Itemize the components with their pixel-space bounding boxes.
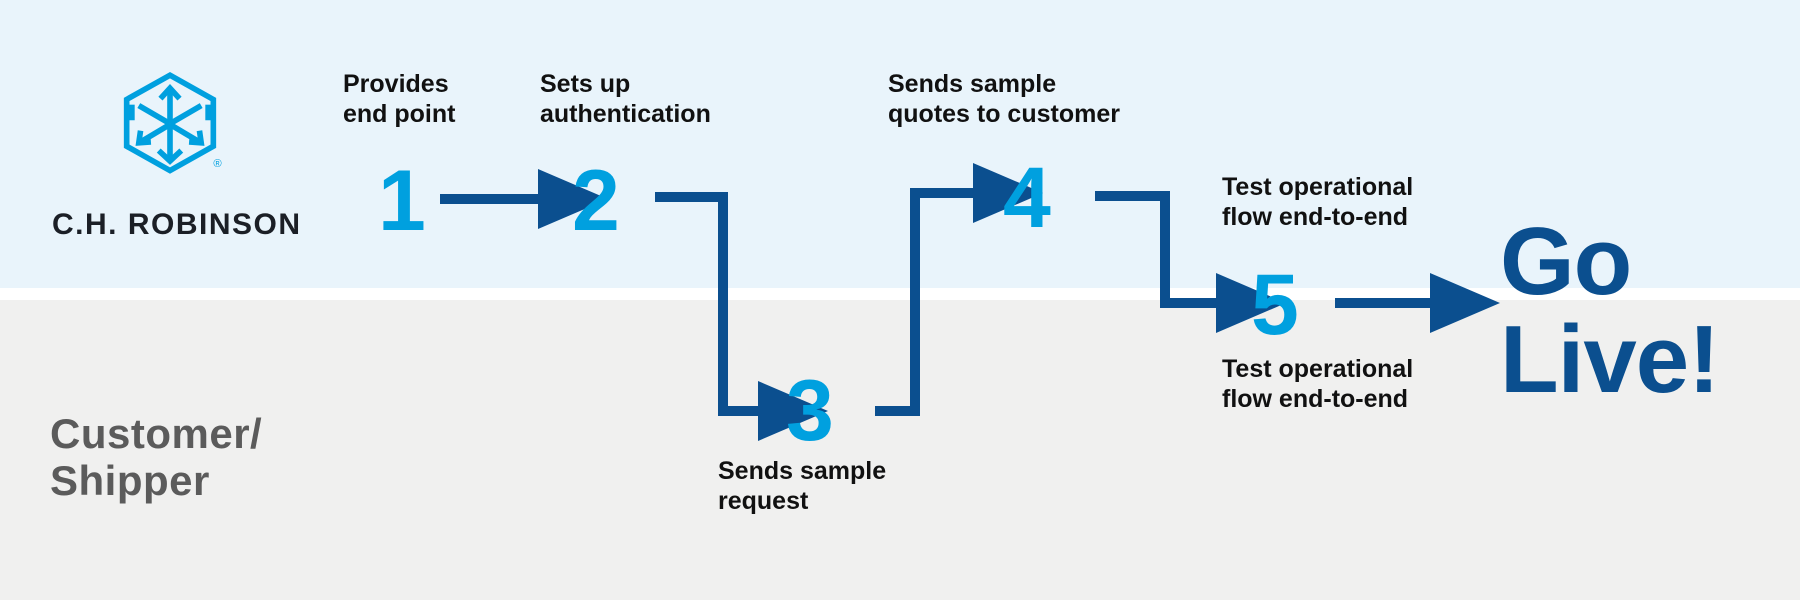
step-2-caption: Sets up authentication — [540, 70, 711, 128]
go-live-label: Go Live! — [1500, 208, 1720, 413]
step-5-number: 5 — [1251, 257, 1299, 353]
customer-lane-label-line2: Shipper — [50, 457, 210, 505]
customer-lane-label: Customer/Shipper — [50, 410, 262, 504]
step-1-caption: Provides end point — [343, 70, 456, 128]
step-2-number: 2 — [572, 153, 620, 249]
ch-robinson-hexagon-logo-icon: ® — [118, 70, 222, 174]
step-3-caption: Sends sample request — [718, 457, 887, 515]
registered-mark: ® — [213, 158, 222, 170]
step-5-caption-above: Test operational flow end-to-end — [1222, 173, 1414, 231]
step-3-number: 3 — [786, 363, 834, 459]
ch-robinson-wordmark: C.H. ROBINSON — [52, 208, 302, 241]
step-4-number: 4 — [1003, 150, 1051, 246]
step-4-caption: Sends sample quotes to customer — [888, 70, 1120, 128]
customer-lane-label-line1: Customer/ — [50, 410, 263, 457]
step-1-number: 1 — [378, 153, 426, 249]
step-5-caption-below: Test operational flow end-to-end — [1222, 355, 1414, 413]
